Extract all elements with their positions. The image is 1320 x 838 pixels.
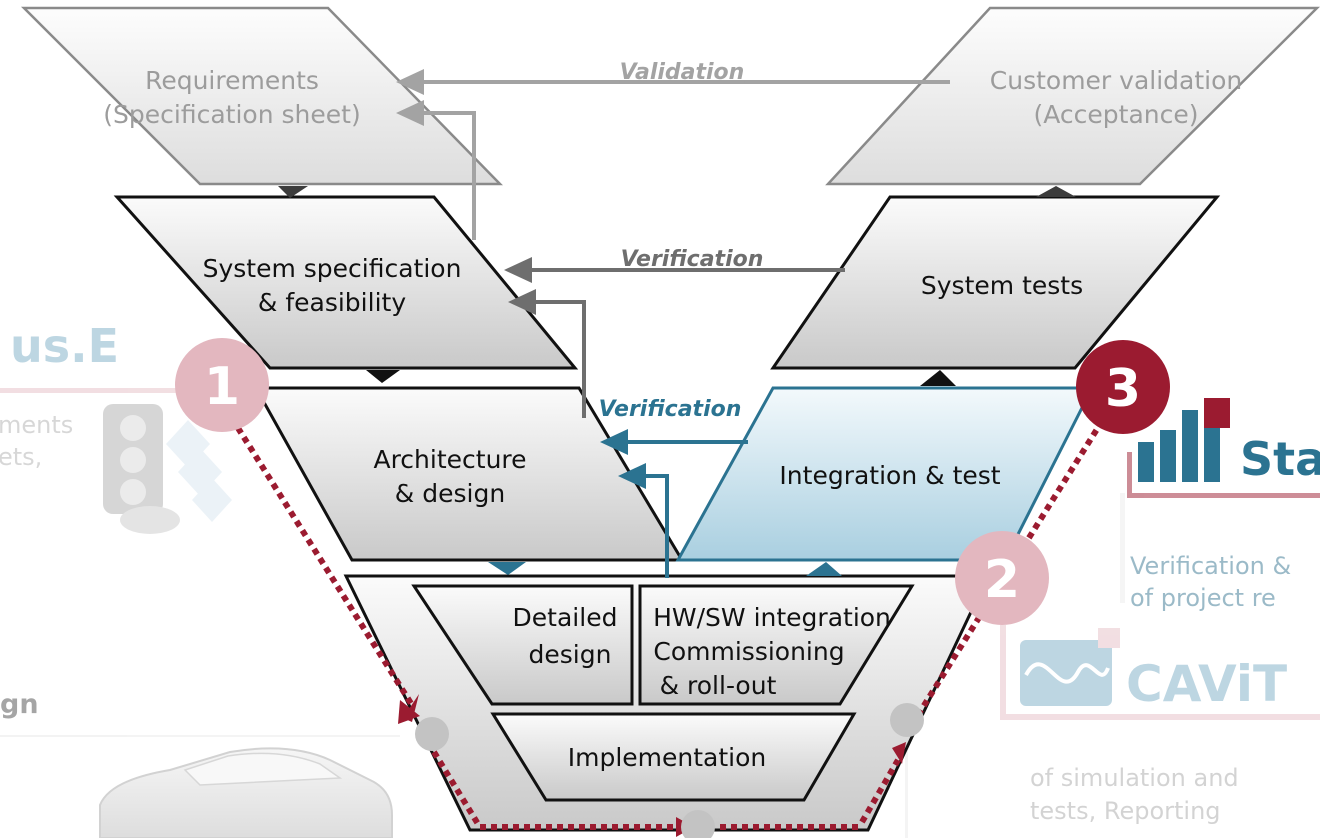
detailed-design-label-2: design bbox=[529, 640, 612, 669]
left-logo: us.E bbox=[10, 319, 119, 373]
right-logo-1: Sta bbox=[1240, 432, 1320, 486]
verification-label-top: Verification bbox=[621, 247, 764, 272]
right-logo-2: CAViT bbox=[1126, 655, 1287, 713]
car-image bbox=[99, 747, 393, 838]
marker-1: 1 bbox=[175, 338, 269, 432]
up-arrowhead-1 bbox=[1036, 186, 1076, 197]
left-text-2: ets, bbox=[0, 443, 42, 471]
svg-text:3: 3 bbox=[1105, 359, 1141, 419]
marker-2: 2 bbox=[955, 531, 1049, 625]
architecture-label-2: & design bbox=[395, 479, 505, 508]
hwsw-label-3: & roll-out bbox=[660, 671, 777, 700]
down-arrowhead-3 bbox=[488, 562, 526, 575]
hwsw-box bbox=[638, 584, 915, 706]
hwsw-label-2: Commissioning bbox=[653, 637, 844, 666]
stage-logo: Sta bbox=[1138, 398, 1320, 486]
right-text-1b: of project re bbox=[1130, 584, 1276, 612]
requirements-label-1: Requirements bbox=[145, 66, 319, 95]
hwsw-label-1: HW/SW integration bbox=[653, 603, 891, 632]
path-node-2 bbox=[681, 810, 715, 838]
verification-arrow-mid bbox=[600, 429, 748, 578]
up-arrowhead-3 bbox=[806, 562, 842, 576]
customer-validation-label-1: Customer validation bbox=[990, 66, 1242, 95]
customer-validation-label-2: (Acceptance) bbox=[1033, 100, 1198, 129]
system-tests-box bbox=[770, 195, 1221, 370]
process-path bbox=[235, 416, 1107, 830]
cavit-logo: CAViT of simulation and tests, Reporting bbox=[905, 625, 1320, 838]
left-text-1: ments bbox=[0, 411, 73, 439]
requirements-label-2: (Specification sheet) bbox=[103, 100, 360, 129]
system-spec-label-2: & feasibility bbox=[258, 288, 406, 317]
customer-validation-box bbox=[825, 6, 1320, 186]
right-text-2a: of simulation and bbox=[1030, 764, 1239, 792]
svg-text:1: 1 bbox=[204, 357, 240, 417]
system-spec-label-1: System specification bbox=[203, 254, 462, 283]
down-arrowhead-1 bbox=[278, 186, 308, 198]
path-node-3 bbox=[890, 703, 924, 737]
svg-text:2: 2 bbox=[984, 550, 1020, 610]
traffic-light-icon bbox=[103, 404, 232, 534]
implementation-box bbox=[490, 712, 857, 802]
left-heading: gn bbox=[0, 689, 39, 720]
background-right: Verification & of project re bbox=[1120, 452, 1320, 612]
down-arrowhead-2 bbox=[366, 370, 400, 383]
right-text-1a: Verification & bbox=[1130, 552, 1291, 580]
validation-label: Validation bbox=[620, 60, 745, 85]
background-left: us.E ments ets, gn bbox=[0, 319, 400, 737]
integration-label: Integration & test bbox=[779, 461, 1000, 490]
system-tests-label: System tests bbox=[921, 271, 1083, 300]
path-arrowhead-3 bbox=[892, 742, 906, 764]
architecture-label-1: Architecture bbox=[373, 445, 526, 474]
verification-arrow-top bbox=[504, 257, 845, 418]
right-text-2b: tests, Reporting bbox=[1030, 797, 1221, 825]
path-arrowhead-1b bbox=[398, 700, 420, 724]
validation-arrow bbox=[396, 69, 950, 240]
up-arrowhead-2 bbox=[920, 370, 956, 386]
requirements-box bbox=[20, 6, 503, 186]
implementation-label: Implementation bbox=[568, 743, 767, 772]
detailed-design-box bbox=[411, 584, 634, 706]
verification-label-mid: Verification bbox=[599, 397, 742, 422]
marker-3: 3 bbox=[1076, 340, 1170, 434]
detailed-design-label-1: Detailed bbox=[513, 603, 618, 632]
system-spec-box bbox=[113, 195, 579, 370]
path-node-1 bbox=[415, 717, 449, 751]
